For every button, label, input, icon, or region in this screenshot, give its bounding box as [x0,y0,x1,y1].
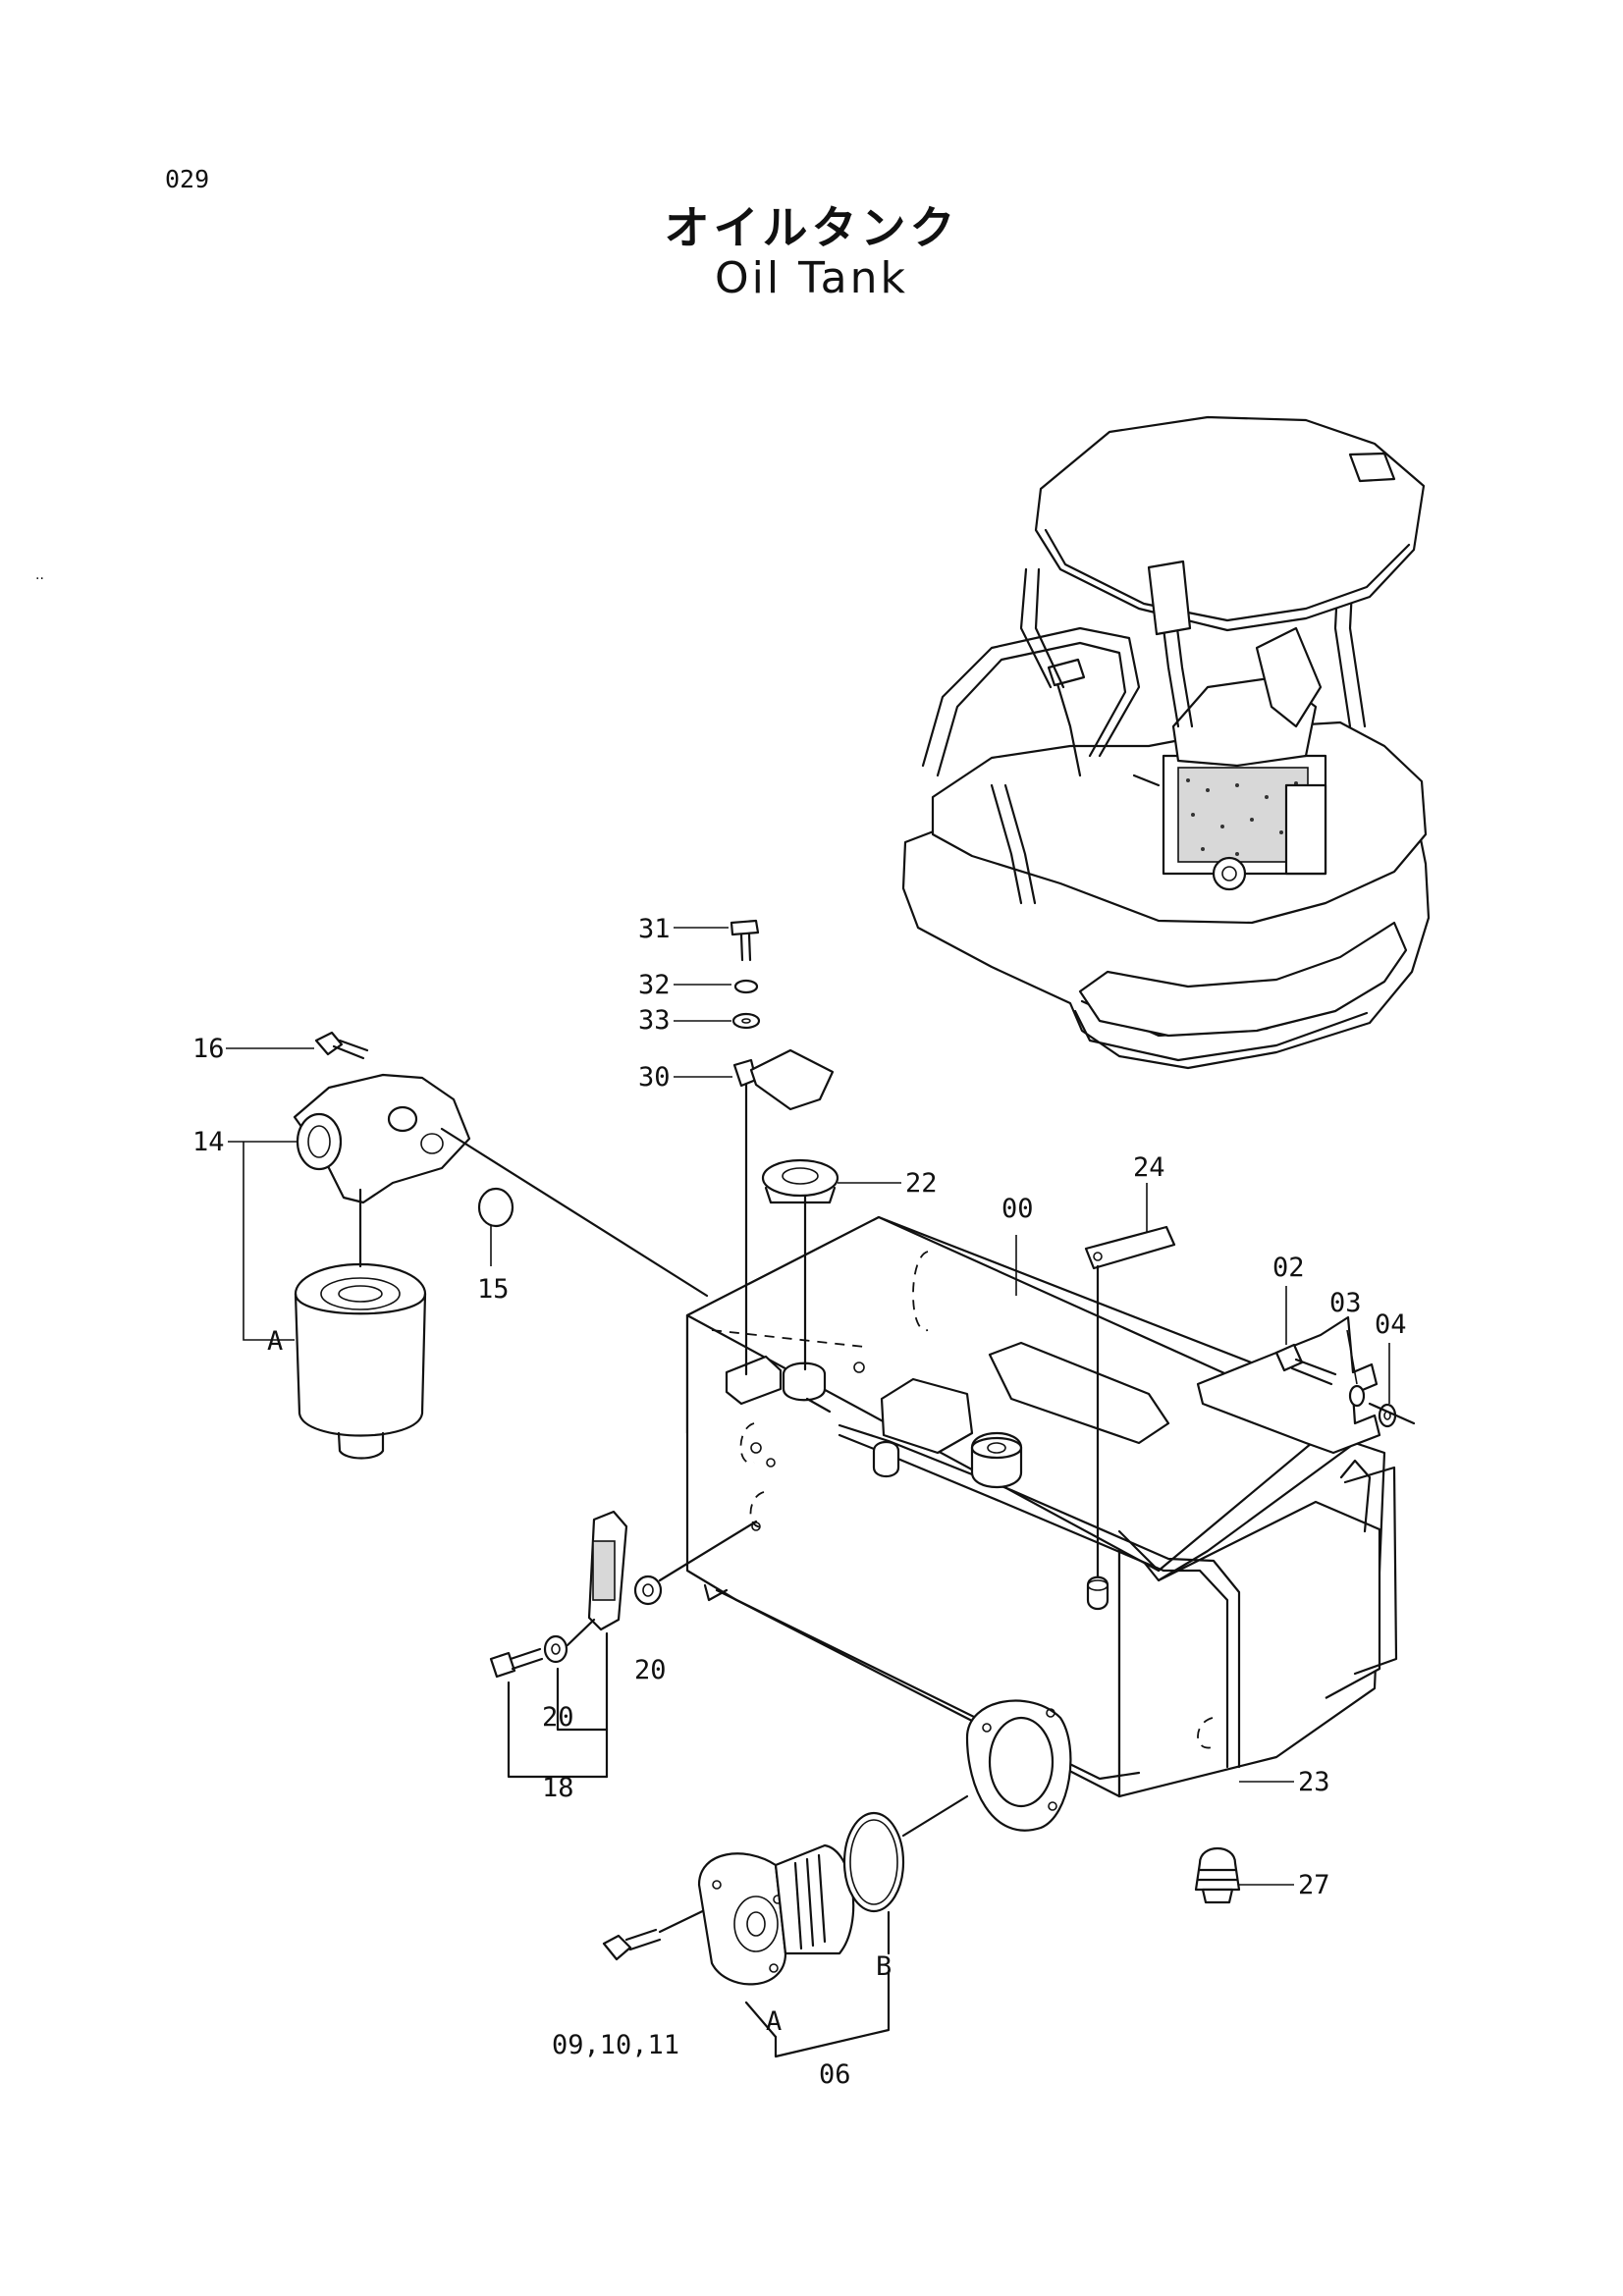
callout-09-10-11: 09,10,11 [552,2030,679,2060]
page-title-ja: オイルタンク [664,201,959,254]
callout-b: B [876,1951,892,1982]
callout-31: 31 [638,914,671,944]
callout-00: 00 [1001,1194,1034,1224]
callout-16: 16 [192,1034,225,1064]
callout-33: 33 [638,1005,671,1036]
callout-27: 27 [1298,1870,1330,1900]
callout-labels: 31 32 33 30 16 14 15 A 22 24 00 02 03 04… [192,914,1407,2090]
callout-06: 06 [819,2059,851,2090]
suction-strainer-icon [602,1794,969,2058]
page-number: 029 [165,165,210,193]
callout-14: 14 [192,1127,225,1157]
callout-30: 30 [638,1062,671,1093]
callout-03: 03 [1329,1288,1362,1318]
callout-23: 23 [1298,1767,1330,1797]
oil-tank-icon [685,1176,1398,1832]
callout-20-left: 20 [542,1702,574,1733]
callout-15: 15 [477,1274,510,1305]
return-filter-icon [293,1031,709,1460]
callout-a-top: A [267,1326,283,1357]
level-gauge-icon [489,1510,758,1779]
leader-lines [226,927,1390,1886]
callout-a-bottom: A [766,2006,782,2037]
callout-18: 18 [542,1773,574,1803]
callout-22: 22 [905,1168,938,1199]
breather-cap-icon [730,919,1416,1578]
callout-32: 32 [638,970,671,1000]
callout-02: 02 [1272,1253,1305,1283]
drain-plug-icon [1194,1847,1241,1904]
page-title-en: Oil Tank [715,253,908,303]
callout-04: 04 [1375,1309,1407,1340]
excavator-overview-icon [901,415,1431,1070]
callout-24: 24 [1133,1152,1165,1183]
margin-mark: .. [35,567,44,583]
callout-20-right: 20 [634,1655,667,1685]
